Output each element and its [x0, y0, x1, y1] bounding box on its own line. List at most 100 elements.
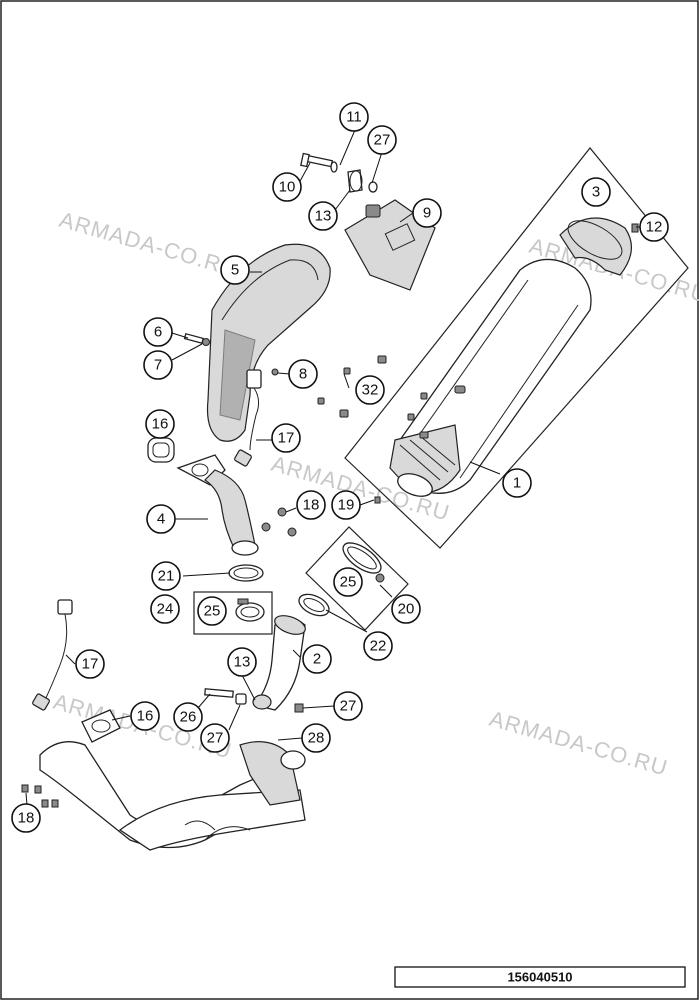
document-number: 156040510	[507, 970, 572, 985]
callout-11[interactable]: 11	[339, 102, 369, 132]
svg-text:16: 16	[152, 416, 169, 433]
svg-text:6: 6	[154, 324, 162, 341]
svg-text:27: 27	[374, 132, 391, 149]
svg-text:19: 19	[338, 497, 355, 514]
callout-32[interactable]: 32	[355, 375, 385, 405]
svg-text:27: 27	[207, 730, 224, 747]
lambda-sensor-lower[interactable]	[32, 599, 73, 711]
svg-text:24: 24	[157, 601, 174, 618]
svg-text:7: 7	[154, 357, 162, 374]
svg-text:28: 28	[308, 730, 325, 747]
callout-16-lower[interactable]: 16	[130, 701, 160, 731]
callout-19[interactable]: 19	[331, 490, 361, 520]
clamp-group-20-frame	[305, 526, 409, 631]
callout-17-lower[interactable]: 17	[75, 649, 105, 679]
svg-text:20: 20	[398, 601, 415, 618]
callout-25-left[interactable]: 25	[197, 596, 227, 626]
svg-text:17: 17	[278, 430, 295, 447]
nut-8[interactable]	[271, 368, 279, 376]
svg-text:4: 4	[157, 511, 165, 528]
callout-25-right[interactable]: 25	[333, 567, 363, 597]
svg-text:26: 26	[180, 709, 197, 726]
callout-16-upper[interactable]: 16	[145, 409, 175, 439]
svg-text:27: 27	[340, 698, 357, 715]
callout-10[interactable]: 10	[272, 172, 302, 202]
seal-ring-22[interactable]	[296, 590, 333, 620]
callout-28[interactable]: 28	[301, 723, 331, 753]
mid-pipe[interactable]	[253, 612, 308, 711]
callout-26[interactable]: 26	[173, 702, 203, 732]
callout-18-upper[interactable]: 18	[296, 490, 326, 520]
svg-text:17: 17	[82, 656, 99, 673]
svg-text:22: 22	[370, 638, 387, 655]
screw-6[interactable]	[183, 332, 205, 345]
gasket-16-upper[interactable]	[147, 437, 175, 463]
callout-22[interactable]: 22	[363, 631, 393, 661]
rear-manifold[interactable]	[176, 454, 259, 556]
bushing-27-right[interactable]	[294, 703, 304, 713]
svg-text:13: 13	[234, 654, 251, 671]
callout-21[interactable]: 21	[151, 561, 181, 591]
screw-12[interactable]	[631, 223, 639, 233]
rubber-mount-lower[interactable]	[252, 694, 272, 710]
nuts-18-upper[interactable]	[261, 507, 297, 537]
callout-17-upper[interactable]: 17	[271, 423, 301, 453]
svg-text:10: 10	[279, 179, 296, 196]
svg-text:25: 25	[204, 603, 221, 620]
svg-text:21: 21	[158, 568, 175, 585]
heat-shield[interactable]	[206, 243, 331, 442]
callout-8[interactable]: 8	[288, 359, 318, 389]
mounting-bracket[interactable]	[344, 199, 436, 291]
rubber-mount-upper[interactable]	[347, 169, 363, 193]
callout-7[interactable]: 7	[143, 350, 173, 380]
svg-text:5: 5	[231, 262, 239, 279]
clamp-20[interactable]	[338, 537, 386, 583]
callout-5[interactable]: 5	[220, 255, 250, 285]
clamp-24[interactable]	[235, 598, 265, 622]
callout-27-right[interactable]: 27	[333, 691, 363, 721]
callout-27-left[interactable]: 27	[200, 723, 230, 753]
svg-text:18: 18	[18, 810, 35, 827]
svg-text:25: 25	[340, 574, 357, 591]
callout-24[interactable]: 24	[150, 594, 180, 624]
nut-7[interactable]	[202, 338, 210, 346]
silencer-end-cap[interactable]	[559, 213, 632, 276]
svg-text:2: 2	[313, 651, 321, 668]
nuts-18-lower[interactable]	[21, 784, 59, 808]
silencer-group-frame	[344, 147, 689, 549]
callout-13-lower[interactable]: 13	[227, 647, 257, 677]
svg-text:18: 18	[303, 497, 320, 514]
callout-2[interactable]: 2	[302, 644, 332, 674]
callout-27-upper[interactable]: 27	[367, 125, 397, 155]
lambda-sensor-upper[interactable]	[234, 369, 262, 467]
silencer-inlet-cone[interactable]	[389, 424, 461, 501]
callout-1[interactable]: 1	[502, 468, 532, 498]
washer-upper-1[interactable]	[330, 161, 338, 173]
callout-12[interactable]: 12	[639, 212, 669, 242]
callout-4[interactable]: 4	[146, 504, 176, 534]
bushing-27-lower[interactable]	[235, 693, 247, 705]
svg-text:1: 1	[513, 475, 521, 492]
callout-13-upper[interactable]: 13	[308, 201, 338, 231]
document-number-box: 156040510	[394, 966, 686, 988]
callout-20[interactable]: 20	[391, 594, 421, 624]
watermark: ARMADA-CO.RU	[57, 207, 241, 282]
callout-3[interactable]: 3	[581, 177, 611, 207]
screw-19[interactable]	[374, 496, 381, 504]
leader-lines	[25, 129, 640, 806]
washer-upper-2[interactable]	[368, 181, 378, 193]
mounting-screw-upper[interactable]	[300, 152, 334, 168]
callout-6[interactable]: 6	[143, 317, 173, 347]
callout-18-lower[interactable]: 18	[11, 803, 41, 833]
svg-text:8: 8	[299, 366, 307, 383]
silencer-fasteners[interactable]	[317, 355, 466, 439]
mounting-screw-lower[interactable]	[204, 688, 234, 698]
header-pipe-assembly[interactable]	[39, 741, 306, 851]
callout-9[interactable]: 9	[412, 198, 442, 228]
watermark: ARMADA-CO.RU	[487, 706, 671, 781]
clamp-group-24-frame	[193, 591, 273, 635]
gasket-16-lower[interactable]	[81, 709, 121, 743]
